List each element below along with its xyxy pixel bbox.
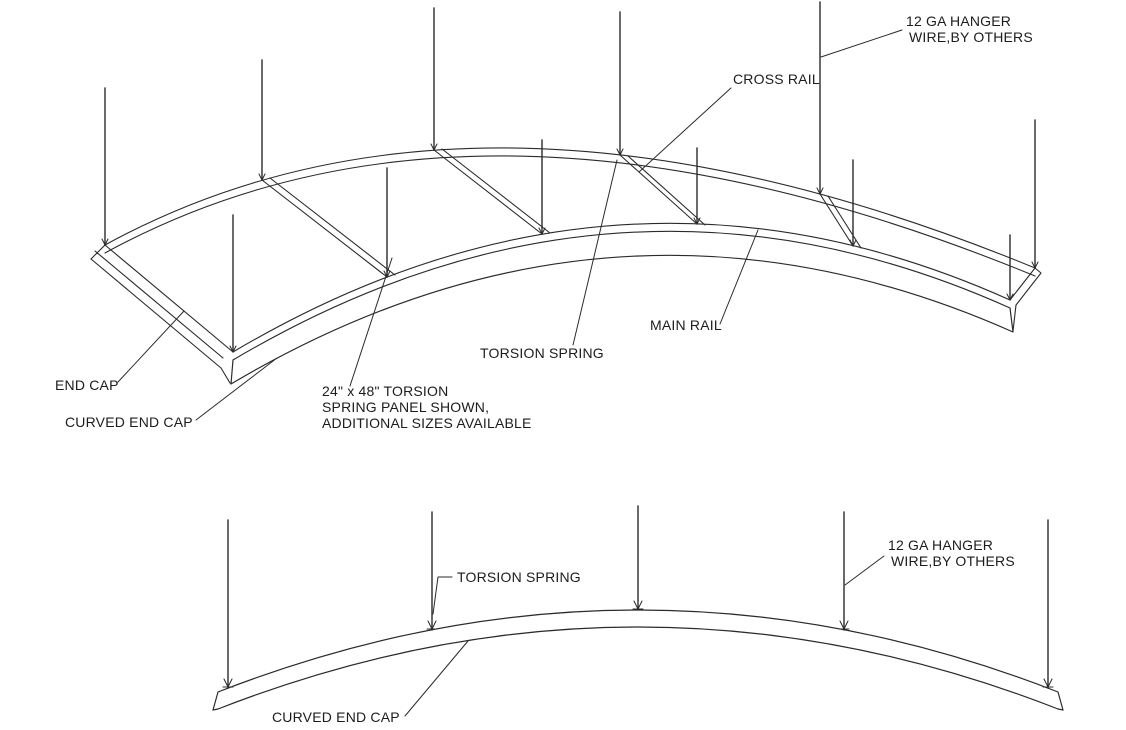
leader-panel-note [349,257,393,387]
label-hanger-wire-line1: 12 GA HANGER [906,13,1011,29]
label-elevation-hanger-wire-line1: 12 GA HANGER [888,537,993,553]
leader-end-cap [117,310,185,383]
hanger-wires [104,1,1036,353]
elevation-spring-clips [222,600,1054,688]
front-main-rail [232,222,1011,361]
torsion-spring-clips [101,143,1039,353]
label-hanger-wire-line2: WIRE,BY OTHERS [909,29,1033,45]
cross-rails [261,148,862,278]
label-curved-end-cap: CURVED END CAP [65,414,193,430]
leader-curved-end-cap [195,357,278,421]
leader-elevation-curved-end-cap [404,640,469,717]
label-panel-note-line1: 24" x 48" TORSION [322,383,448,399]
end-cap-left [90,244,234,384]
label-end-cap: END CAP [55,377,119,393]
curved-end-cap-band [212,609,1064,711]
label-elevation-curved-end-cap: CURVED END CAP [272,709,400,725]
leader-elevation-hanger-wire [844,555,885,586]
label-main-rail: MAIN RAIL [650,317,722,333]
leader-hanger-wire [820,29,903,58]
leader-cross-rail [638,87,732,173]
label-cross-rail: CROSS RAIL [733,71,820,87]
back-main-rail [104,147,1036,277]
end-cap-right [1009,267,1042,332]
leader-elevation-torsion-spring [432,576,453,615]
leader-torsion-spring [572,159,618,346]
label-elevation-torsion-spring: TORSION SPRING [457,569,581,585]
label-panel-note-line3: ADDITIONAL SIZES AVAILABLE [322,415,532,431]
label-torsion-spring: TORSION SPRING [480,345,604,361]
curved-end-cap-fascia [230,254,1014,385]
iso-view: 12 GA HANGER WIRE,BY OTHERS CROSS RAIL M… [55,1,1042,431]
elevation-hanger-wires [227,505,1049,689]
elevation-view: TORSION SPRING 12 GA HANGER WIRE,BY OTHE… [212,505,1064,725]
label-elevation-hanger-wire-line2: WIRE,BY OTHERS [891,553,1015,569]
leader-main-rail [719,229,759,325]
label-panel-note-line2: SPRING PANEL SHOWN, [322,399,489,415]
